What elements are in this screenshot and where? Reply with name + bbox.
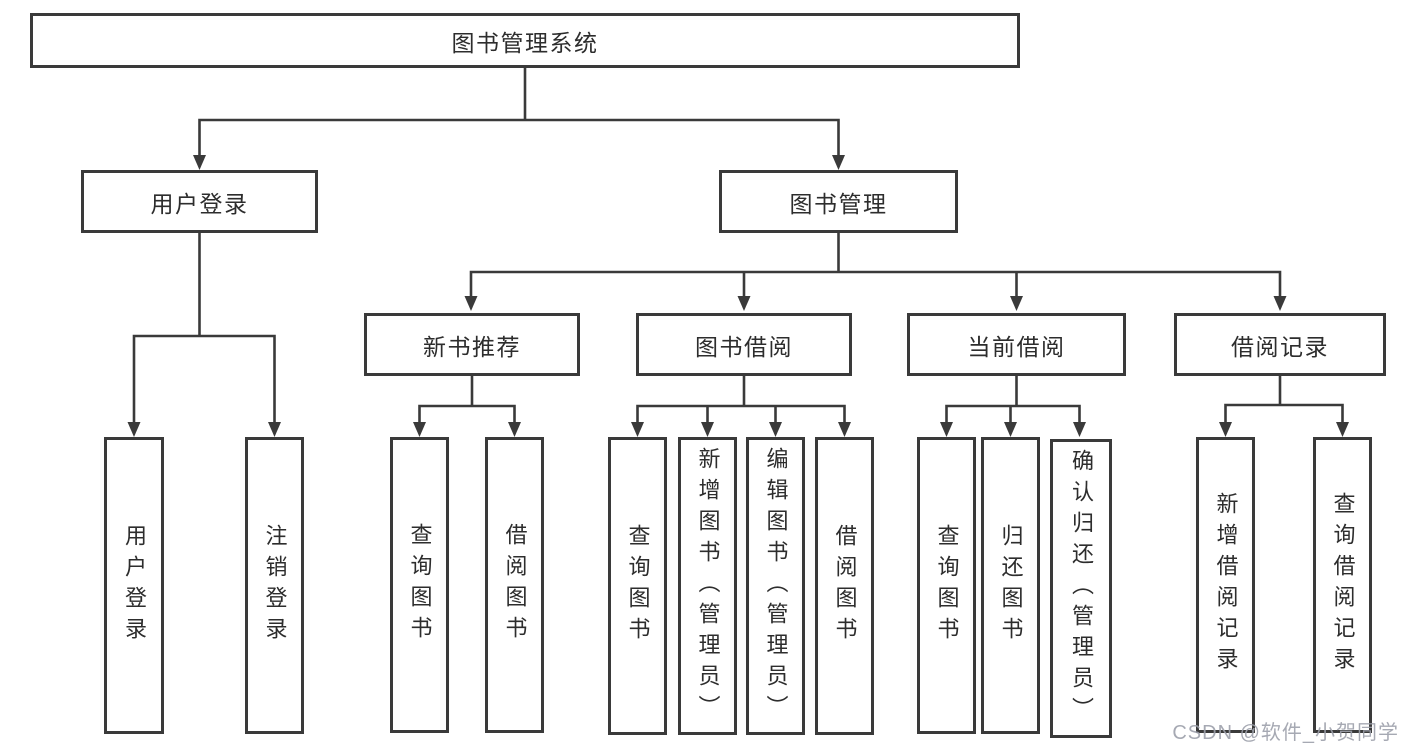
node-label: 确认归还（管理员）	[1069, 449, 1094, 728]
leaf-logout: 注销登录	[245, 437, 304, 734]
leaf-query-books-recommend: 查询图书	[390, 437, 449, 733]
node-label: 借阅图书	[502, 523, 528, 647]
node-book-borrow: 图书借阅	[636, 313, 852, 376]
leaf-add-borrow-record: 新增借阅记录	[1196, 437, 1255, 733]
leaf-query-books-current: 查询图书	[917, 437, 976, 734]
node-label: 图书借阅	[695, 333, 793, 360]
node-borrow-records: 借阅记录	[1174, 313, 1386, 376]
node-label: 当前借阅	[967, 333, 1066, 360]
node-label: 借阅图书	[832, 524, 858, 648]
node-library-management-system: 图书管理系统	[30, 13, 1020, 68]
leaf-borrow-books-recommend: 借阅图书	[485, 437, 544, 733]
node-label: 查询图书	[625, 524, 651, 648]
leaf-add-books-admin: 新增图书（管理员）	[678, 437, 737, 735]
node-new-book-recommend: 新书推荐	[364, 313, 580, 376]
node-label: 借阅记录	[1231, 333, 1329, 360]
leaf-edit-books-admin: 编辑图书（管理员）	[746, 437, 805, 735]
leaf-query-borrow-record: 查询借阅记录	[1313, 437, 1372, 733]
node-label: 新增图书（管理员）	[695, 446, 721, 726]
node-label: 查询图书	[407, 523, 433, 647]
leaf-confirm-return-admin: 确认归还（管理员）	[1050, 439, 1112, 738]
leaf-return-books: 归还图书	[981, 437, 1040, 734]
node-user-login: 用户登录	[81, 170, 318, 233]
node-label: 归还图书	[998, 523, 1024, 648]
leaf-borrow-books: 借阅图书	[815, 437, 874, 735]
node-book-management: 图书管理	[719, 170, 958, 233]
node-label: 编辑图书（管理员）	[763, 446, 789, 726]
node-label: 用户登录	[150, 190, 249, 217]
leaf-query-books-borrow: 查询图书	[608, 437, 667, 735]
node-label: 图书管理	[789, 190, 888, 217]
node-label: 新增借阅记录	[1213, 492, 1239, 678]
node-label: 图书管理系统	[451, 29, 599, 56]
csdn-watermark: CSDN @软件_小贺同学	[1172, 722, 1399, 744]
node-label: 新书推荐	[423, 333, 521, 360]
node-current-borrow: 当前借阅	[907, 313, 1126, 376]
node-label: 查询借阅记录	[1330, 492, 1356, 678]
node-label: 注销登录	[262, 523, 288, 648]
leaf-user-login: 用户登录	[104, 437, 164, 734]
node-label: 查询图书	[934, 523, 960, 648]
node-label: 用户登录	[122, 523, 147, 648]
